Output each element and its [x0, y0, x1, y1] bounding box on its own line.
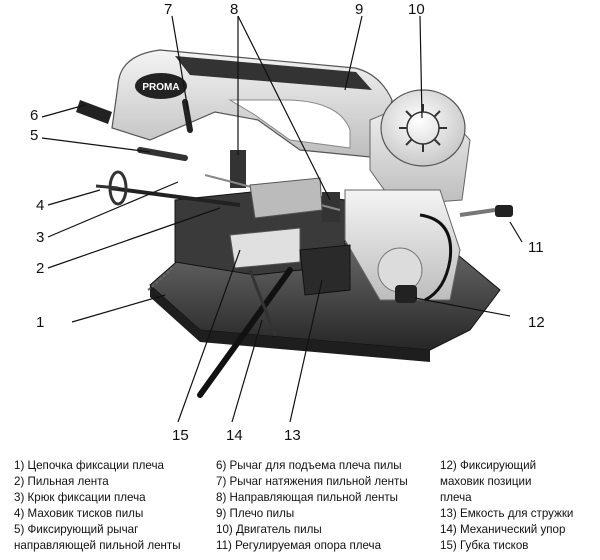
legend-item: 9) Плечо пилы [216, 507, 295, 520]
legend-item: 13) Емкость для стружки [440, 507, 574, 520]
base-front [150, 285, 430, 362]
legend-item: 6) Рычаг для подъема плеча пилы [216, 459, 402, 472]
legend-column-2: 6) Рычаг для подъема плеча пилы 7) Рычаг… [216, 458, 440, 554]
blade-guide-left [230, 150, 246, 188]
legend-item: 14) Механический упор [440, 523, 566, 536]
leader-line-15 [177, 249, 241, 423]
callout-11: 11 [528, 239, 544, 256]
leader-line-9 [344, 15, 363, 91]
position-lock-knob [395, 285, 417, 303]
leader-line-6 [41, 104, 86, 118]
motor [369, 89, 471, 206]
callout-13: 13 [284, 427, 301, 444]
leader-line-5 [41, 137, 151, 153]
leader-line-13 [289, 279, 323, 423]
vise-screw [109, 186, 241, 207]
mechanical-stop-rod [197, 267, 293, 398]
legend-column-3: 12) Фиксирующий маховик позиции плеча 13… [440, 458, 600, 554]
callout-12: 12 [528, 314, 545, 331]
leader-line-8b [237, 15, 331, 201]
legend-item: 2) Пильная лента [14, 475, 109, 488]
callout-15: 15 [172, 427, 189, 444]
leader-line-11 [509, 221, 523, 243]
brand-logo: PROMA [135, 73, 187, 99]
callout-6: 6 [30, 107, 38, 124]
callout-2: 2 [36, 260, 44, 277]
vise-jaw [229, 227, 301, 269]
tension-lever [182, 99, 193, 133]
legend-column-1: 1) Цепочка фиксации плеча 2) Пильная лен… [14, 458, 214, 554]
callout-4: 4 [36, 197, 44, 214]
arm-inner-cutout [228, 99, 351, 149]
leader-line-10 [419, 15, 423, 119]
leader-line-3 [47, 181, 179, 238]
callout-9: 9 [355, 1, 363, 18]
leader-lines [41, 15, 523, 423]
leader-line-4 [47, 189, 101, 206]
band-saw-diagram: PROMA [30, 1, 545, 444]
callout-7: 7 [164, 1, 172, 18]
legend-item: 4) Маховик тисков пилы [14, 507, 144, 520]
legend-item: 11) Регулируемая опора плеча [216, 539, 382, 552]
arm-chain [147, 267, 173, 291]
arm-top-band [175, 56, 372, 90]
callout-3: 3 [36, 229, 44, 246]
callout-10: 10 [408, 1, 425, 18]
callout-8: 8 [230, 1, 238, 18]
leader-line-7 [171, 15, 189, 111]
machine-illustration: PROMA [76, 49, 513, 398]
power-cable [419, 213, 453, 302]
legend-item: 1) Цепочка фиксации плеча [14, 459, 164, 472]
arm-support [459, 208, 496, 217]
leader-line-2 [47, 207, 221, 269]
legend-item: 15) Губка тисков [440, 539, 529, 552]
callout-5: 5 [30, 127, 38, 144]
callout-1: 1 [36, 314, 44, 331]
leader-line-1 [71, 294, 166, 323]
legend-item: плеча [440, 491, 472, 504]
lift-handle [76, 100, 112, 124]
legend-item: 12) Фиксирующий [440, 459, 537, 472]
legend-item: маховик позиции [440, 475, 532, 488]
leader-line-14 [231, 319, 263, 423]
legend-item: направляющей пильной ленты [14, 539, 181, 552]
legend-item: 3) Крюк фиксации плеча [14, 491, 146, 504]
callout-14: 14 [226, 427, 243, 444]
chip-tray [299, 244, 351, 296]
legend-item: 8) Направляющая пильной ленты [216, 491, 399, 504]
legend-item: 10) Двигатель пилы [216, 523, 322, 536]
legend-item: 5) Фиксирующий рычаг [14, 523, 139, 536]
legend-item: 7) Рычаг натяжения пильной ленты [216, 475, 408, 488]
svg-text:PROMA: PROMA [142, 82, 179, 93]
leader-line-12 [414, 297, 511, 317]
callout-labels: 1 2 3 4 5 6 7 8 9 10 11 12 13 14 15 [30, 1, 545, 444]
